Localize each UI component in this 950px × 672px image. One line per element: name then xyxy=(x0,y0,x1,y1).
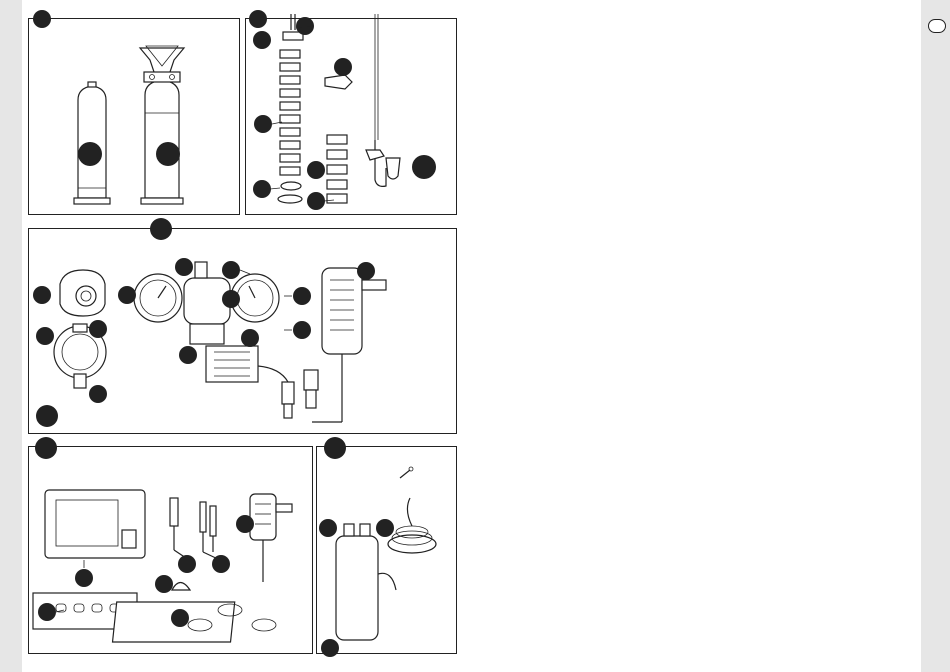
callout-marker xyxy=(33,286,51,304)
callout-marker xyxy=(78,142,102,166)
bubble-counter xyxy=(366,14,400,186)
calibration-tray xyxy=(113,602,276,642)
callout-marker xyxy=(118,286,136,304)
diffuser-module-stack xyxy=(327,135,347,203)
callout-marker xyxy=(253,31,271,49)
callout-marker xyxy=(236,515,254,533)
callout-marker xyxy=(150,218,172,240)
callout-marker xyxy=(178,555,196,573)
callout-marker xyxy=(171,609,189,627)
co2-tubing-coil xyxy=(388,467,436,553)
callout-marker xyxy=(175,258,193,276)
callout-marker xyxy=(36,327,54,345)
callout-marker xyxy=(253,180,271,198)
callout-marker xyxy=(324,437,346,459)
callout-marker xyxy=(222,290,240,308)
callout-marker xyxy=(254,115,272,133)
callout-marker xyxy=(357,262,375,280)
ph-controller-unit xyxy=(45,490,145,558)
temperature-sensor-cable xyxy=(200,502,220,560)
refillable-cylinder xyxy=(140,46,184,204)
power-adapter xyxy=(304,268,386,422)
callout-marker xyxy=(241,329,259,347)
callout-marker xyxy=(156,142,180,166)
callout-marker xyxy=(376,519,394,537)
callout-marker xyxy=(33,10,51,28)
callout-marker xyxy=(222,261,240,279)
callout-marker xyxy=(412,155,436,179)
electrode-holder xyxy=(172,583,190,591)
callout-marker xyxy=(307,192,325,210)
callout-marker xyxy=(155,575,173,593)
callout-marker xyxy=(179,346,197,364)
callout-marker xyxy=(249,10,267,28)
ph-electrode xyxy=(170,498,186,558)
callout-marker xyxy=(293,287,311,305)
callout-marker xyxy=(307,161,325,179)
suction-cup-clip xyxy=(325,75,352,89)
ceramic-diffuser-stack xyxy=(278,14,303,203)
callout-marker xyxy=(321,639,339,657)
callout-marker xyxy=(212,555,230,573)
callout-marker xyxy=(293,321,311,339)
callout-marker xyxy=(36,405,58,427)
callout-marker xyxy=(319,519,337,537)
pressure-gauge-left xyxy=(134,274,182,322)
callout-marker xyxy=(89,320,107,338)
callout-marker xyxy=(38,603,56,621)
solenoid-valve xyxy=(206,346,294,418)
callout-marker xyxy=(89,385,107,403)
reactor-chamber xyxy=(336,524,396,640)
cylinder-adapter xyxy=(60,270,105,316)
callout-marker xyxy=(75,569,93,587)
controller-power-adapter xyxy=(250,494,292,582)
callout-marker xyxy=(35,437,57,459)
callout-marker xyxy=(334,58,352,76)
